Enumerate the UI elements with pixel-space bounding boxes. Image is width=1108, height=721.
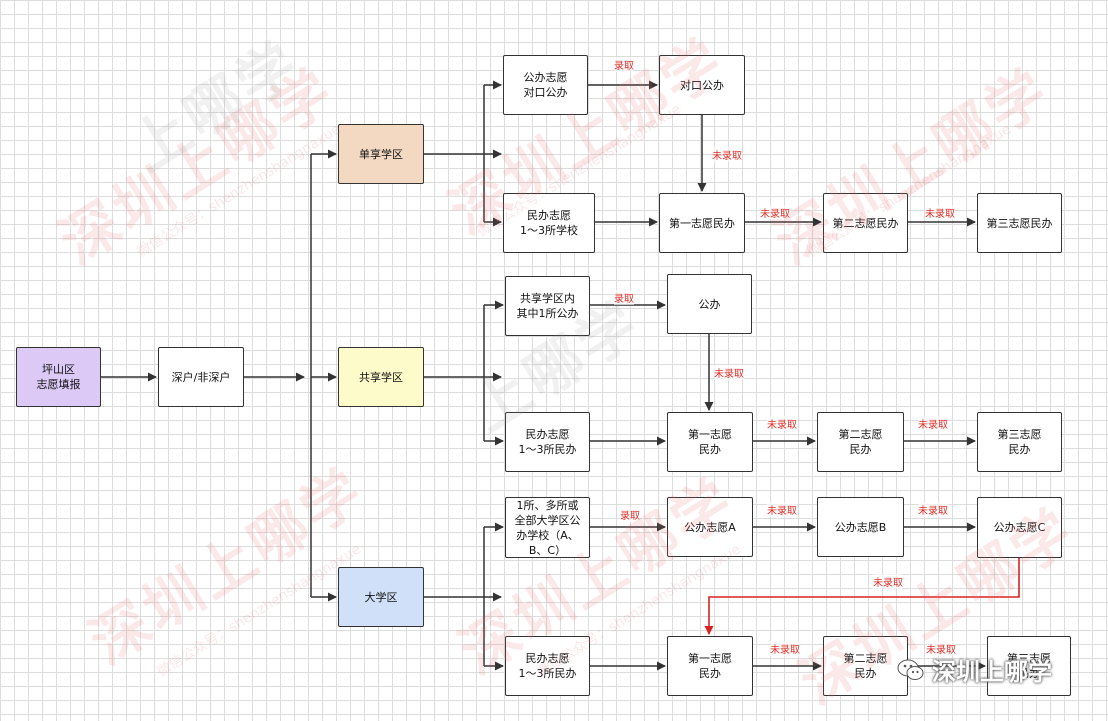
node-second-private-shared: 第二志愿 民办: [817, 412, 904, 472]
node-daxuequ: 大学区: [338, 567, 424, 627]
node-private-choice-shared: 民办志愿 1～3所民办: [505, 412, 590, 472]
node-gongxiang-xuequ: 共享学区: [338, 347, 424, 407]
brand-badge: 深圳上哪学: [896, 652, 1052, 687]
node-first-private-university: 第一志愿 民办: [667, 636, 753, 696]
label-not-admitted: 未录取: [712, 147, 742, 162]
node-third-private-shared: 第三志愿 民办: [977, 412, 1062, 472]
brand-name: 深圳上哪学: [932, 658, 1052, 686]
node-private-choice-university: 民办志愿 1～3所民办: [505, 636, 590, 696]
label-not-admitted: 未录取: [767, 502, 797, 517]
node-public-choice-c: 公办志愿C: [977, 497, 1062, 558]
node-third-private-university: 第三志愿 民办: [987, 636, 1071, 696]
node-third-private: 第三志愿民办: [977, 193, 1062, 253]
node-public-choice-a: 公办志愿A: [667, 497, 753, 557]
node-university-district-schools: 1所、多所或 全部大学区公 办学校（A、 B、C）: [505, 497, 590, 558]
node-shared-one-public: 共享学区内 其中1所公办: [505, 276, 590, 336]
node-danxiang-xuequ: 单享学区: [338, 124, 424, 184]
label-not-admitted: 未录取: [918, 416, 948, 431]
node-assigned-public: 对口公办: [659, 55, 745, 115]
label-not-admitted: 未录取: [873, 574, 903, 589]
node-public: 公办: [667, 274, 752, 334]
node-hukou: 深户/非深户: [158, 347, 244, 407]
wechat-icon: [897, 659, 924, 680]
label-not-admitted: 未录取: [925, 205, 955, 220]
label-not-admitted: 未录取: [714, 365, 744, 380]
label-admitted: 录取: [614, 290, 634, 305]
node-pingshan: 坪山区 志愿填报: [16, 347, 101, 407]
label-not-admitted: 未录取: [926, 641, 956, 656]
label-admitted: 录取: [614, 57, 634, 72]
node-second-private-university: 第二志愿 民办: [823, 636, 908, 696]
label-admitted: 录取: [620, 507, 640, 522]
label-not-admitted: 未录取: [918, 502, 948, 517]
node-public-choice-assigned: 公办志愿 对口公办: [503, 55, 588, 115]
label-not-admitted: 未录取: [767, 416, 797, 431]
node-public-choice-b: 公办志愿B: [817, 497, 904, 557]
node-second-private: 第二志愿民办: [823, 193, 908, 253]
label-not-admitted: 未录取: [760, 205, 790, 220]
label-not-admitted: 未录取: [770, 641, 800, 656]
node-first-private: 第一志愿民办: [659, 193, 745, 253]
node-private-choice-schools: 民办志愿 1～3所学校: [503, 193, 595, 253]
node-first-private-shared: 第一志愿 民办: [667, 412, 753, 472]
